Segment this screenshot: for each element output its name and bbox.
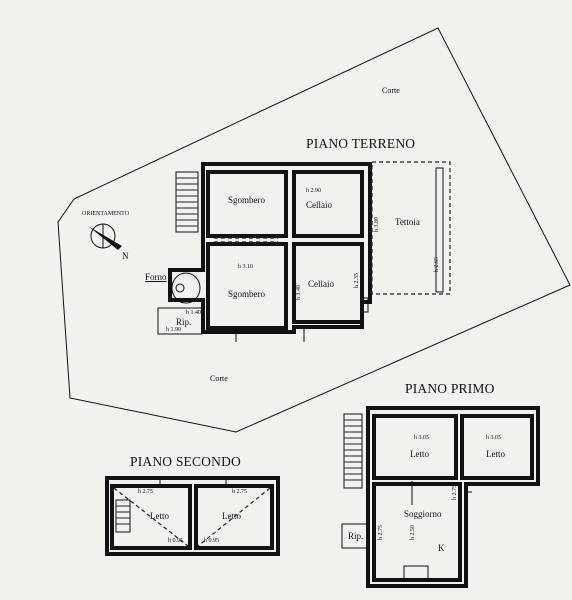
second-stair [115,499,131,533]
height-side-380: h 3.80 [374,217,380,232]
room-letto-left-second: Letto [150,511,169,521]
height-rip-b: h 1.90 [166,327,181,333]
height-side-340: h 3.40 [296,285,302,300]
room-letto-right-first: Letto [486,449,505,459]
height-cellaio-top: h 2.90 [306,188,321,194]
height-letto-left-first: h 3.05 [414,435,429,441]
corte-label-bottom: Corte [210,374,228,383]
corte-label-top: Corte [382,86,400,95]
room-rip-ground: Rip. [176,317,192,327]
height-second-left-top: h 2.75 [138,489,153,495]
height-side-235: h 2.35 [354,273,360,288]
room-tettoia: Tettoia [395,217,420,227]
room-soggiorno: Soggiorno [404,509,442,519]
height-second-right-bottom: h 0.95 [204,538,219,544]
height-letto-right-first: h 3.05 [486,435,501,441]
first-stair [343,413,363,489]
north-label: N [122,251,129,261]
lot-boundary [57,27,571,433]
height-second-right-top: h 2.75 [232,489,247,495]
room-k: K [438,543,445,553]
heading-piano-primo: PIANO PRIMO [405,381,495,396]
height-side-275a: h 2.75 [452,485,458,500]
height-second-left-bottom: h 0.95 [168,538,183,544]
height-side-275b: h 2.75 [378,525,384,540]
room-letto-left-first: Letto [410,449,429,459]
height-rip-a: h 1.40 [186,310,201,316]
room-letto-right-second: Letto [222,511,241,521]
height-side-265: h 2.65 [434,257,440,272]
ground-floor [157,161,451,342]
heading-piano-terreno: PIANO TERRENO [306,136,416,151]
compass-icon [88,223,122,250]
ground-stair [175,171,199,233]
height-sgombero-bottom: h 3.10 [238,264,253,270]
first-floor [341,406,540,588]
room-sgombero-bottom: Sgombero [228,289,265,299]
room-cellaio-top: Cellaio [306,200,332,210]
second-floor [105,476,280,556]
room-forno: Forno [145,272,167,282]
room-rip-first: Rip. [348,531,364,541]
room-sgombero-top: Sgombero [228,195,265,205]
orientation-label: ORIENTAMENTO [82,211,130,217]
room-cellaio-bottom: Cellaio [308,279,334,289]
heading-piano-secondo: PIANO SECONDO [130,454,241,469]
height-side-250: h 2.50 [410,525,416,540]
